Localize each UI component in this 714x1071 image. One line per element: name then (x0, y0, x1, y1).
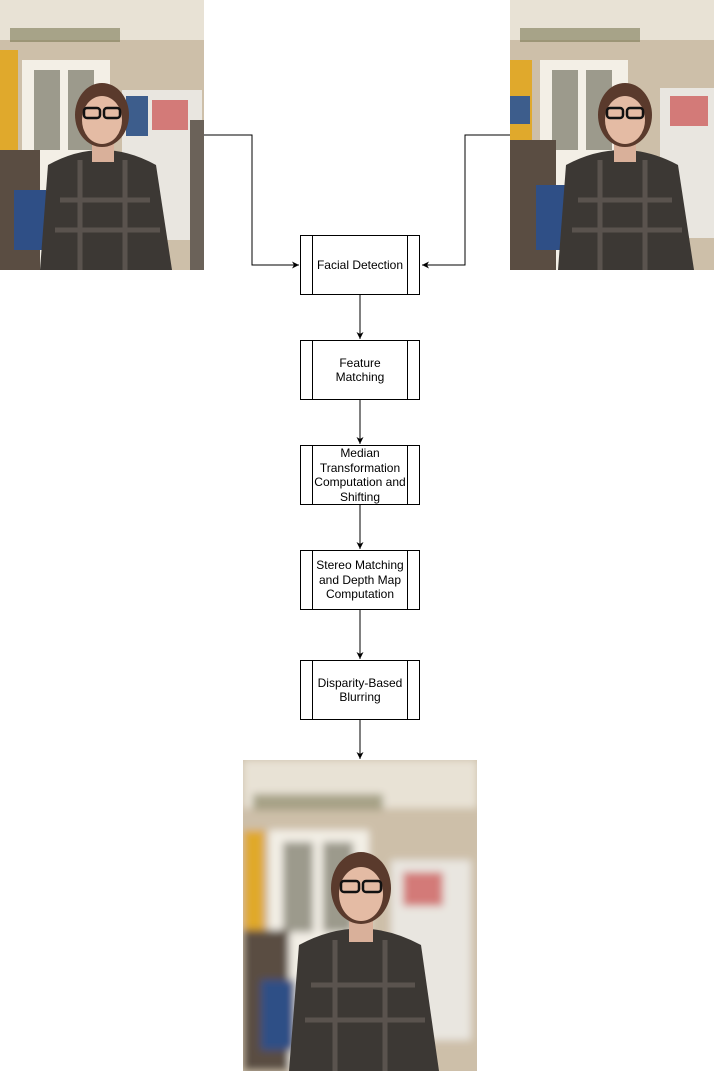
step-label: Median Transformation Computation and Sh… (314, 446, 406, 504)
process-step-disparity-blurring: Disparity-Based Blurring (300, 660, 420, 720)
process-step-median-transformation: Median Transformation Computation and Sh… (300, 445, 420, 505)
arrow-left-image-to-facial-detection (204, 134, 299, 269)
process-step-facial-detection: Facial Detection (300, 235, 420, 295)
step-label: Facial Detection (316, 257, 404, 272)
step-label: Feature Matching (335, 355, 385, 385)
process-step-stereo-matching: Stereo Matching and Depth Map Computatio… (300, 550, 420, 610)
output-blurred-photo (243, 760, 477, 1071)
left-input-photo (0, 0, 204, 270)
arrow-right-image-to-facial-detection (422, 134, 510, 269)
step-label: Stereo Matching and Depth Map Computatio… (316, 558, 404, 602)
step-label: Disparity-Based Blurring (317, 675, 403, 705)
right-input-photo (510, 0, 714, 270)
process-step-feature-matching: Feature Matching (300, 340, 420, 400)
